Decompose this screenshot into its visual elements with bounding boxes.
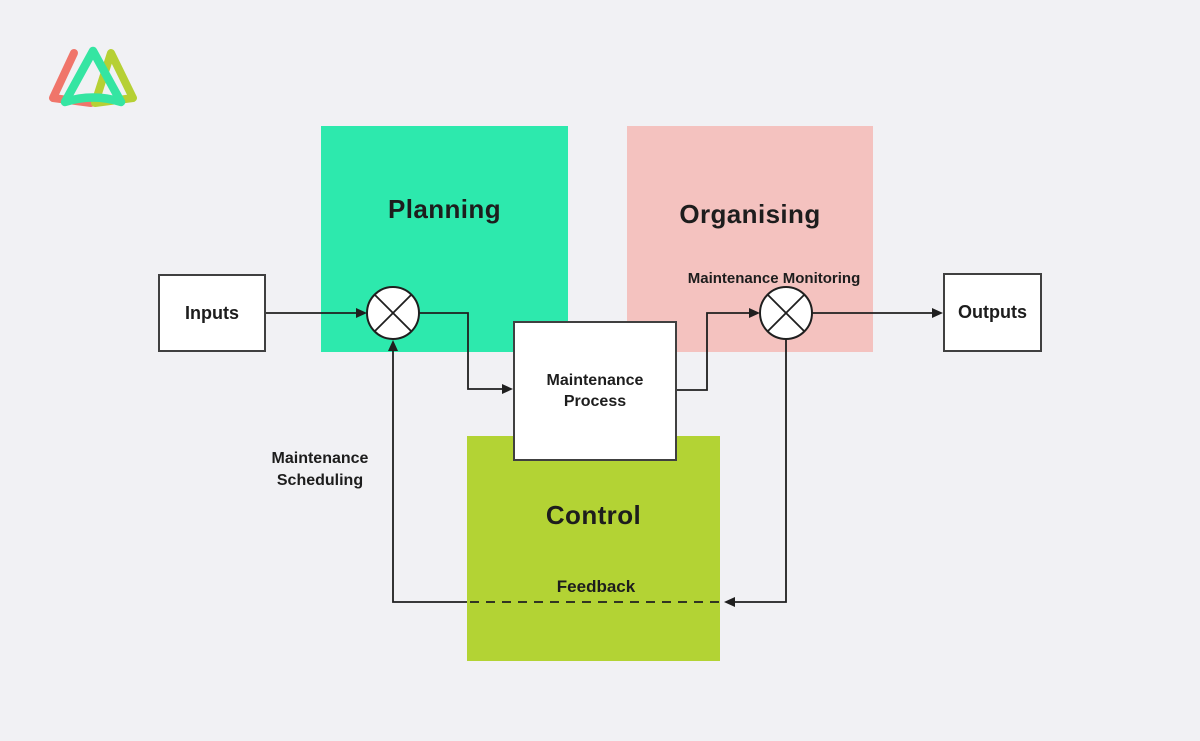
node-box-inputs: Inputs [158, 274, 266, 352]
label-maintenance-monitoring: Maintenance Monitoring [687, 270, 861, 287]
node-label-inputs: Inputs [185, 302, 239, 323]
node-label-outputs: Outputs [958, 302, 1027, 322]
node-box-outputs: Outputs [943, 273, 1042, 352]
stage-label-control: Control [545, 500, 642, 530]
stage-label-planning: Planning [388, 194, 501, 224]
node-label-maintenance-process: Maintenance Process [546, 372, 644, 410]
arrowhead-into-outputs [932, 308, 943, 318]
logo-middle-triangle [60, 46, 126, 107]
stage-box-organising: Organising [627, 126, 873, 352]
arrowhead-into-control [724, 597, 735, 607]
stage-label-organising: Organising [679, 199, 821, 229]
line-junction2-to-control [734, 339, 787, 603]
label-feedback: Feedback [556, 577, 636, 596]
line-control-to-junction1 [392, 350, 467, 603]
label-maintenance-scheduling: Maintenance Scheduling [271, 450, 369, 489]
node-box-maintenance-process: Maintenance Process [513, 321, 677, 461]
stage-box-control: Control [467, 436, 720, 661]
triangle-brand-logo-icon [49, 46, 137, 107]
stage-box-planning: Planning [321, 126, 568, 352]
arrowhead-into-process [502, 384, 513, 394]
